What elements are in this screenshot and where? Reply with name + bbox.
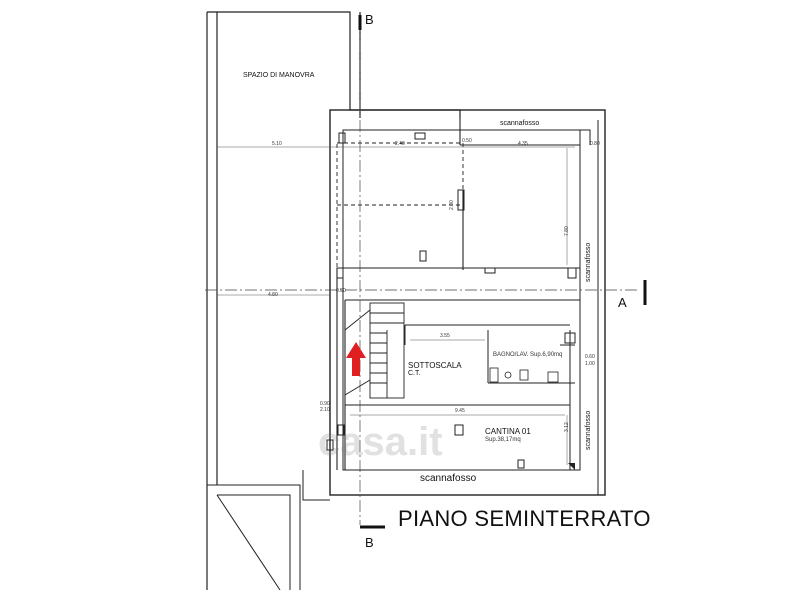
section-mark-a-label: A: [618, 295, 627, 310]
scannafosso-right: [579, 120, 599, 495]
dim-090: 0.90: [320, 401, 330, 407]
ct-label: C.T.: [408, 370, 421, 377]
outer-wall: [329, 109, 606, 496]
corner-triangle: [568, 463, 575, 470]
dim-050: 0.50: [462, 138, 472, 144]
dim-080-top: 0.80: [590, 141, 600, 147]
cantina-walls: [302, 330, 575, 501]
dim-780: 7.80: [564, 226, 570, 236]
stairs: [344, 302, 405, 399]
scannafosso-top-inner: [460, 129, 591, 145]
scannafosso-top-label: scannafosso: [500, 120, 540, 127]
columns: [326, 132, 577, 469]
cantina-label: CANTINA 01: [485, 427, 531, 436]
section-mark-b-top-label: B: [365, 12, 374, 27]
dim-355: 3.55: [440, 333, 450, 339]
dim-945: 9.45: [455, 408, 465, 414]
dim-210: 2.10: [320, 407, 330, 413]
cantina-area-label: Sup.38,17mq: [485, 437, 521, 443]
dim-480: 4.80: [268, 292, 278, 298]
dashed-room: [336, 142, 464, 269]
dim-060: 0.60: [585, 354, 595, 360]
bagno-label: BAGNO/LAV. Sup.6,90mq: [493, 352, 563, 358]
dim-510: 5.10: [272, 141, 282, 147]
dim-435: 4.35: [518, 141, 528, 147]
section-mark-b-bottom-label: B: [365, 535, 374, 550]
up-arrow-icon: [346, 342, 366, 376]
sottoscala-label: SOTTOSCALA: [408, 361, 462, 370]
upper-walls: [337, 118, 580, 270]
spazio-manovra-label: SPAZIO DI MANOVRA: [243, 72, 315, 79]
scannafosso-right-lower-label: scannafosso: [585, 410, 592, 450]
dimension-lines: [217, 146, 575, 465]
page-title: PIANO SEMINTERRATO: [398, 506, 651, 531]
lower-walls: [336, 268, 580, 470]
dim-200: 2.00: [449, 200, 455, 210]
dim-240: 2.40: [395, 141, 405, 147]
bathroom-walls: [404, 324, 575, 384]
dim-100: 1.00: [585, 361, 595, 367]
watermark: casa.it: [318, 420, 443, 464]
scannafosso-right-label: scannafosso: [585, 242, 592, 282]
dim-312: 3.12: [564, 422, 570, 432]
ramp-outline: [207, 484, 301, 591]
dim-050-left: 0.50: [336, 288, 346, 294]
bathroom-fixtures: [489, 367, 559, 383]
scannafosso-bottom-label: scannafosso: [420, 473, 477, 484]
maneuver-space-outline: [206, 11, 461, 590]
